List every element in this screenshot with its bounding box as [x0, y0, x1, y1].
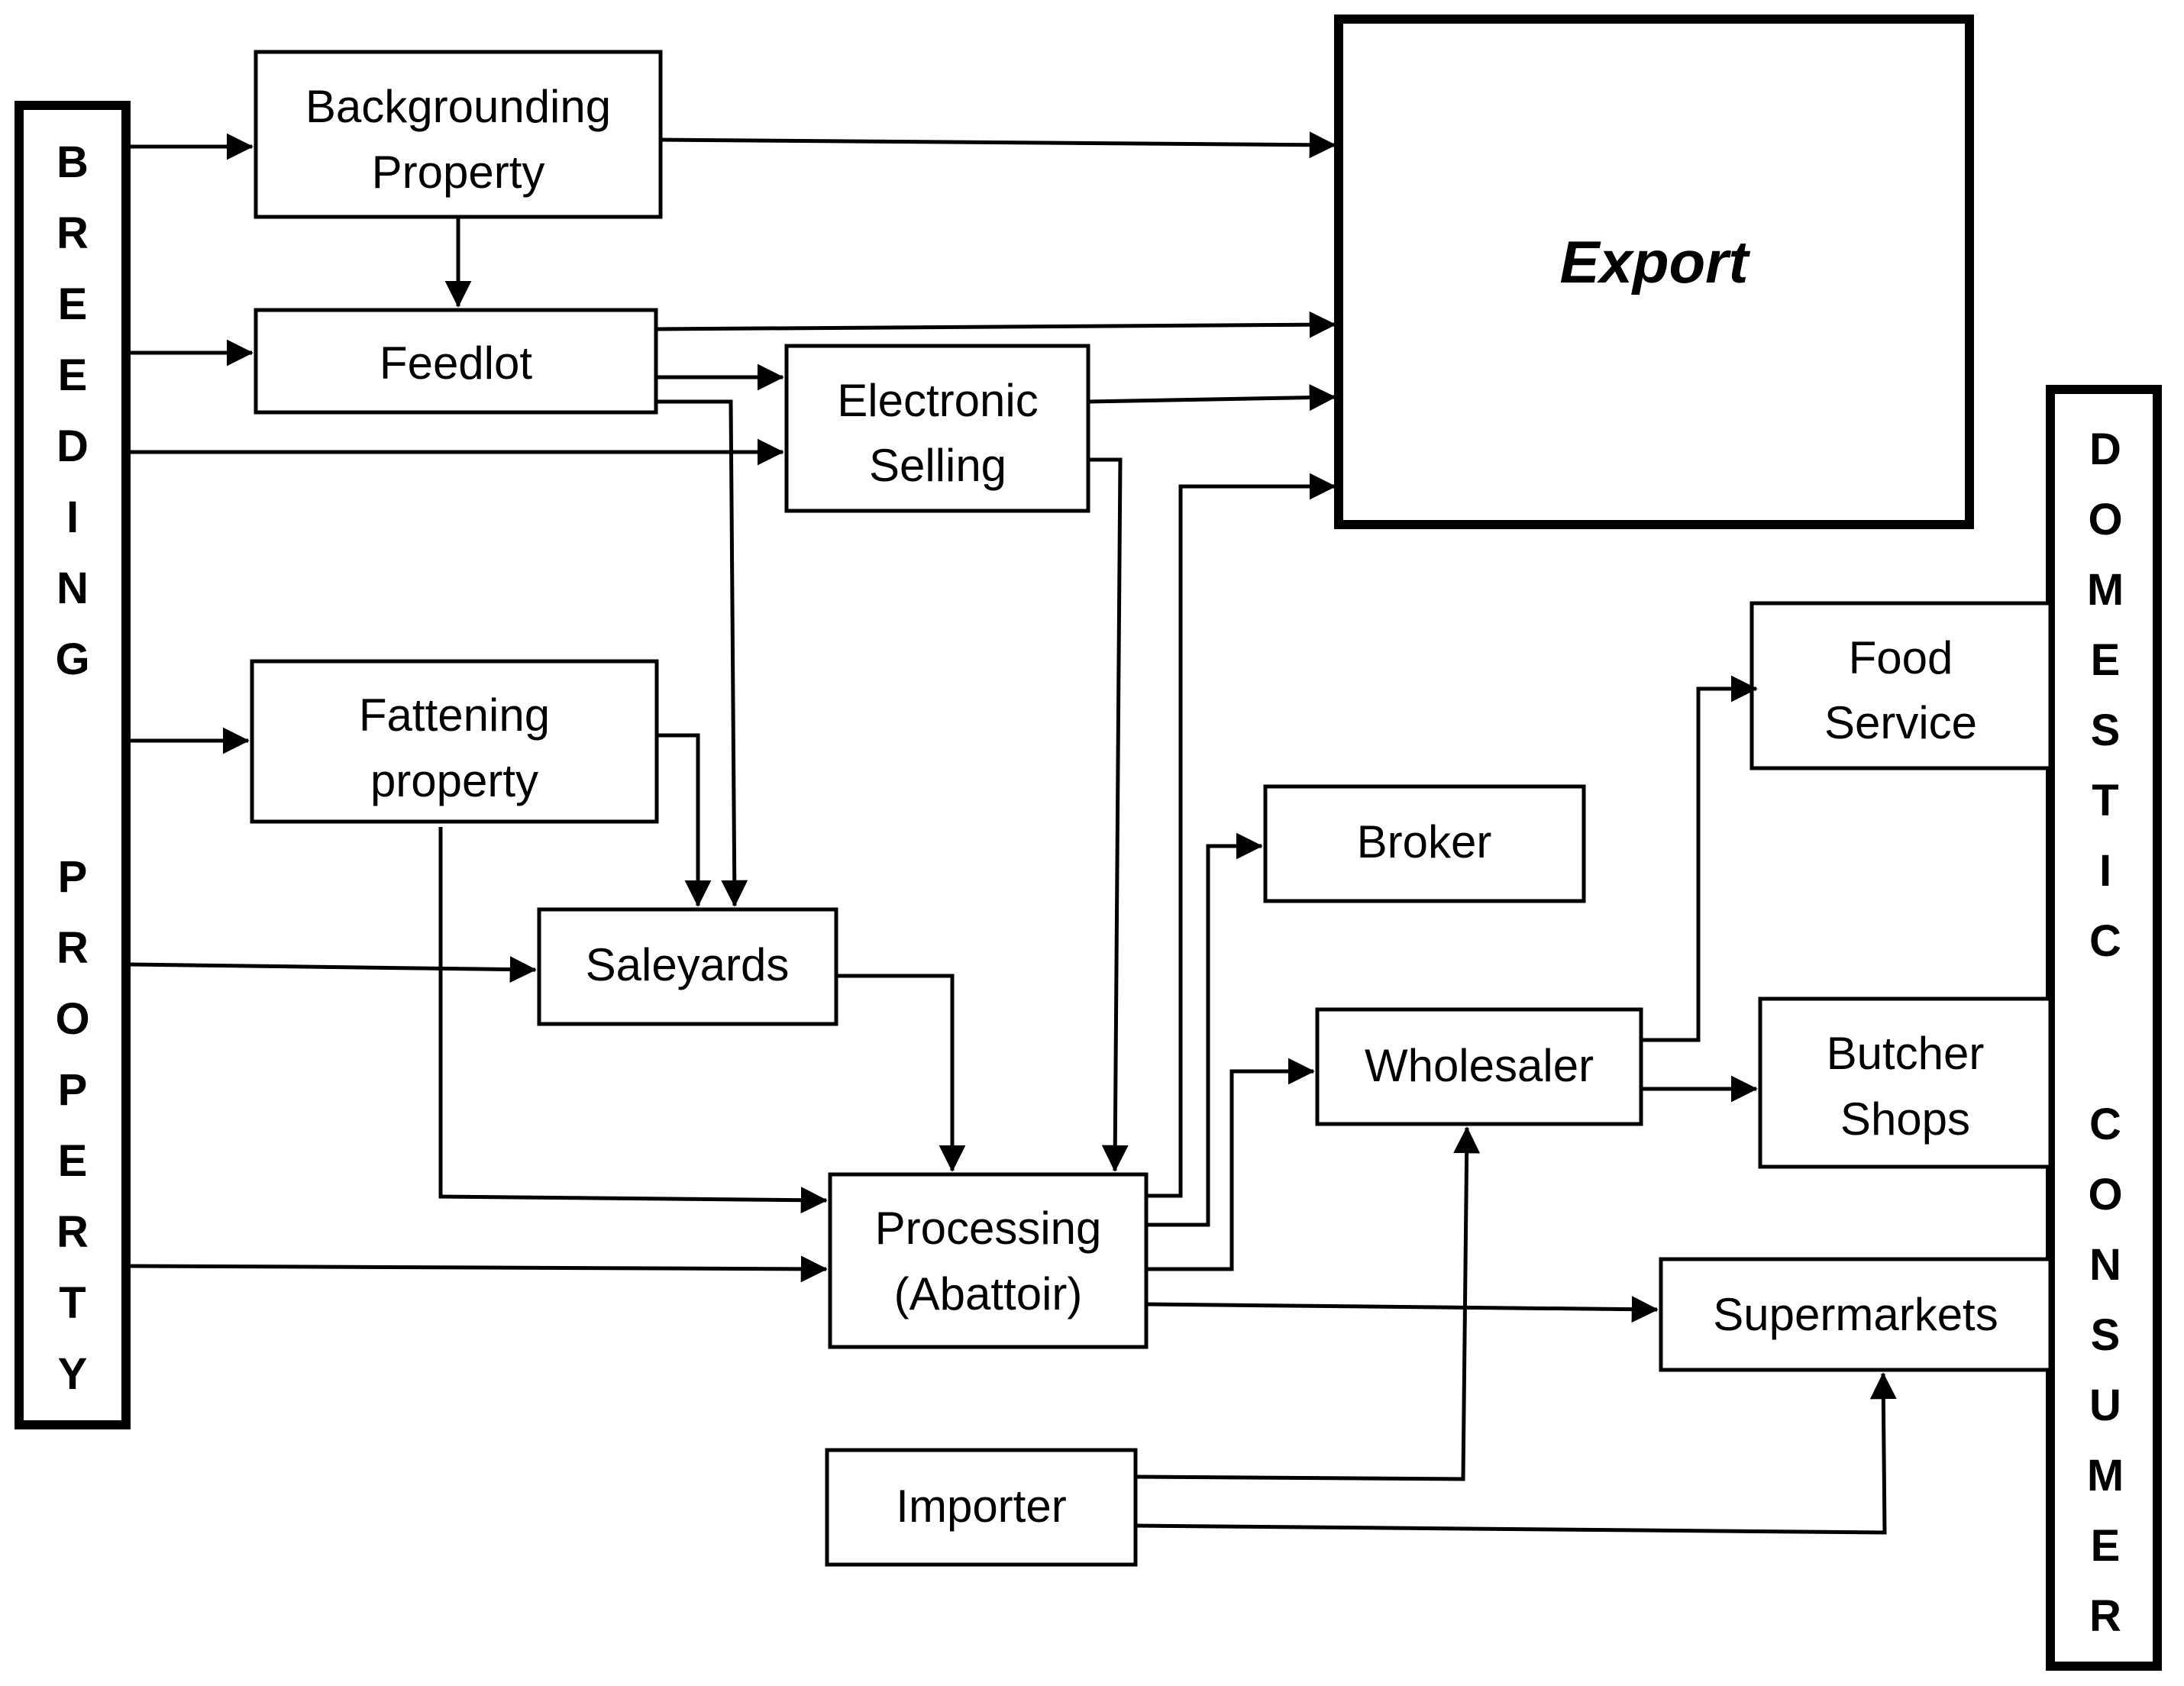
edge-feedlot-to-saleyards [656, 399, 748, 907]
breeding-property-letter: E [58, 279, 88, 329]
fattening-property-node: Fattening property [250, 659, 659, 824]
domestic-consumer-letter: S [2091, 706, 2121, 755]
breeding-property-letter: O [55, 994, 89, 1044]
domestic-consumer-letter: E [2091, 1521, 2121, 1571]
butcher-shops-node: Butcher Shops [1758, 996, 2053, 1169]
domestic-consumer-letter: T [2092, 776, 2118, 825]
electronic-selling-label-line2: Selling [869, 440, 1006, 491]
domestic-consumer-letter: N [2089, 1240, 2121, 1290]
broker-label: Broker [1357, 816, 1492, 867]
edge-fattening-to-processing [438, 827, 828, 1214]
domestic-consumer-letter: C [2089, 1100, 2121, 1149]
butcher-shops-label-line2: Shops [1840, 1093, 1970, 1145]
domestic-consumer-letter: M [2087, 565, 2124, 615]
saleyards-label: Saleyards [586, 939, 790, 990]
electronic-selling-node: Electronic Selling [784, 344, 1090, 513]
export-node: Export [1334, 15, 1974, 529]
breeding-property-letter: D [57, 422, 89, 471]
breeding-property-letter: R [57, 923, 89, 973]
wholesaler-node: Wholesaler [1315, 1007, 1643, 1126]
breeding-property-letter: Y [58, 1349, 88, 1399]
feedlot-label: Feedlot [380, 338, 532, 389]
saleyards-node: Saleyards [537, 907, 838, 1026]
edge-backgrounding-to-export [660, 131, 1336, 159]
edge-breeding-to-processing [129, 1255, 828, 1283]
edge-saleyards-to-processing [836, 974, 966, 1172]
domestic-consumer-letter: D [2089, 425, 2121, 474]
processing-label-line2: (Abattoir) [894, 1268, 1083, 1319]
feedlot-node: Feedlot [254, 308, 658, 415]
processing-label-line1: Processing [875, 1203, 1102, 1254]
supermarkets-label: Supermarkets [1713, 1289, 1998, 1340]
edge-importer-to-supermarkets [1135, 1372, 1897, 1535]
edge-importer-to-wholesaler [1135, 1126, 1481, 1481]
breeding-property-letter: N [57, 564, 89, 613]
edge-electronic-selling-to-export [1087, 384, 1336, 412]
edge-processing-to-broker [1146, 832, 1263, 1227]
fattening-label-line1: Fattening [359, 690, 550, 741]
edge-breeding-to-saleyards [129, 956, 537, 984]
backgrounding-label-line1: Backgrounding [305, 81, 611, 132]
wholesaler-label: Wholesaler [1365, 1040, 1594, 1091]
edge-electronic-selling-to-processing [1088, 457, 1129, 1172]
food-service-label-line2: Service [1824, 697, 1977, 748]
domestic-consumer-letter: R [2089, 1591, 2121, 1641]
export-label: Export [1559, 228, 1750, 296]
domestic-consumer-letter: U [2089, 1381, 2121, 1430]
edge-processing-to-export [1146, 473, 1336, 1198]
importer-node: Importer [825, 1448, 1138, 1567]
edge-feedlot-to-export [655, 311, 1336, 338]
food-service-label-line1: Food [1849, 632, 1953, 683]
breeding-property-letter: P [58, 852, 88, 902]
backgrounding-label-line2: Property [372, 147, 545, 198]
edge-fattening-to-saleyards [657, 733, 712, 907]
backgrounding-property-node: Backgrounding Property [254, 50, 663, 219]
edge-wholesaler-to-food-service [1641, 675, 1758, 1042]
domestic-consumer-letter: M [2087, 1451, 2124, 1500]
electronic-selling-label-line1: Electronic [837, 375, 1038, 426]
domestic-consumer-letter: O [2088, 495, 2122, 544]
domestic-consumer-letter: C [2089, 916, 2121, 966]
butcher-shops-label-line1: Butcher [1827, 1028, 1985, 1079]
breeding-property-letter: B [57, 137, 89, 187]
importer-label: Importer [896, 1481, 1066, 1532]
breeding-property-letter: E [58, 350, 88, 400]
domestic-consumer-letter: E [2091, 635, 2121, 685]
breeding-property-letter: I [66, 493, 79, 542]
domestic-consumer-letter: O [2088, 1170, 2122, 1219]
broker-node: Broker [1263, 784, 1586, 903]
fattening-label-line2: property [370, 755, 538, 806]
domestic-consumer-letter: I [2099, 846, 2111, 896]
edge-processing-to-wholesaler [1146, 1058, 1315, 1271]
domestic-consumer-letter: S [2091, 1310, 2121, 1360]
breeding-property-letter: T [59, 1278, 86, 1328]
food-service-node: Food Service [1749, 601, 2053, 770]
supermarkets-node: Supermarkets [1659, 1257, 2053, 1372]
processing-node: Processing (Abattoir) [828, 1172, 1149, 1349]
breeding-property-letter: G [55, 635, 89, 684]
edge-processing-to-supermarkets [1145, 1296, 1659, 1323]
breeding-property-letter: R [57, 208, 89, 258]
breeding-property-letter: R [57, 1207, 89, 1257]
breeding-property-letter: E [58, 1136, 88, 1186]
breeding-property-letter: P [58, 1065, 88, 1115]
